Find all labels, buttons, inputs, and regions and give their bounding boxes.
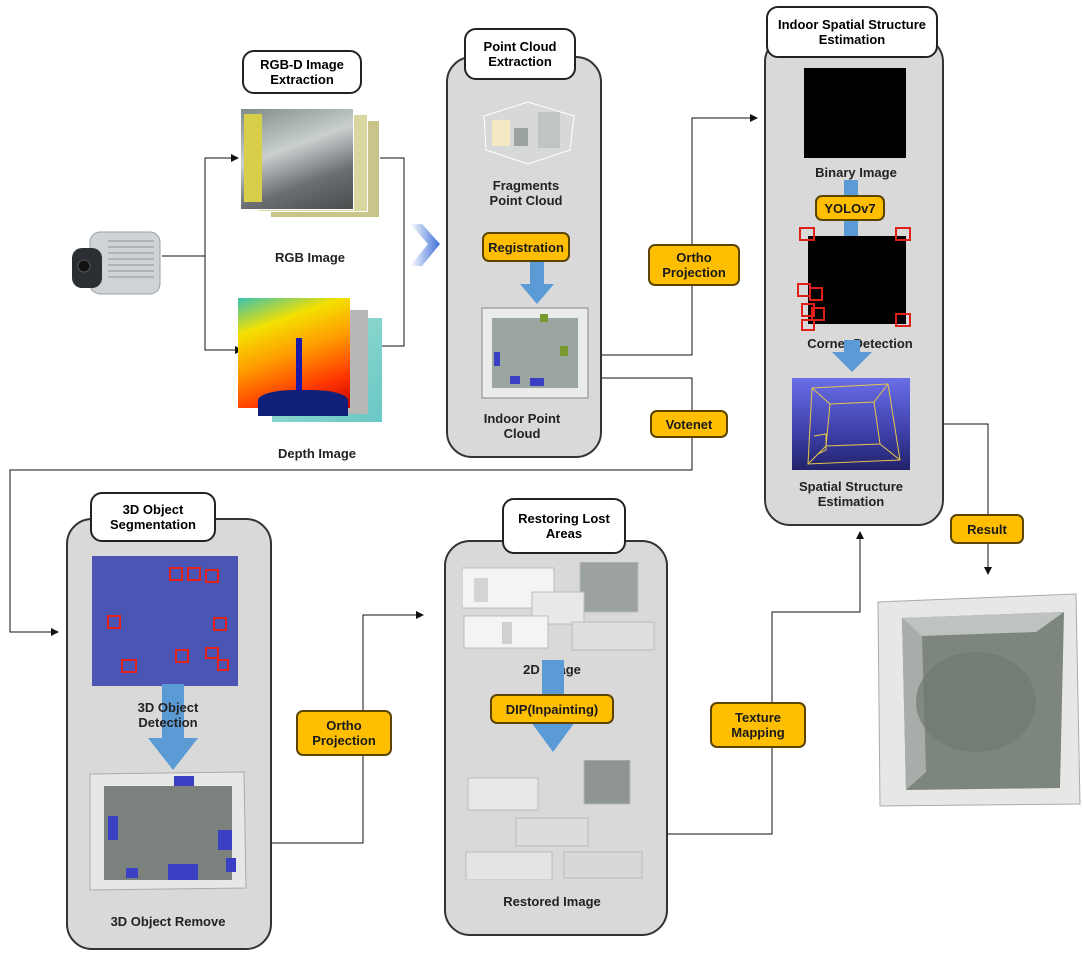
ortho-projection-bottom-tag: Ortho Projection — [296, 710, 392, 756]
object-detection-label: 3D Object Detection — [137, 700, 199, 730]
binary-image — [804, 68, 906, 158]
flow-chevron-icon — [410, 224, 440, 266]
restoring-title: Restoring Lost Areas — [502, 498, 626, 554]
kinect-camera-icon — [68, 226, 164, 306]
registration-arrow-icon — [520, 262, 554, 304]
corner-boxes — [797, 227, 911, 331]
indoor-point-cloud-label: Indoor Point Cloud — [483, 411, 561, 441]
dip-inpainting-tag: DIP(Inpainting) — [490, 694, 614, 724]
depth-image-stack — [238, 298, 384, 432]
rgbd-title: RGB-D Image Extraction — [242, 50, 362, 94]
segmentation-title: 3D Object Segmentation — [90, 492, 216, 542]
depth-image-label: Depth Image — [277, 446, 356, 461]
camera-to-rgb-line — [162, 154, 239, 257]
ortho-top-line — [592, 114, 758, 356]
object-remove-label: 3D Object Remove — [110, 914, 226, 929]
texture-mapping-tag: Texture Mapping — [710, 702, 806, 748]
rgbd-bracket — [380, 157, 405, 347]
spatial-estimation-label: Spatial Structure Estimation — [798, 479, 904, 509]
image2d-collage — [461, 561, 658, 654]
binary-image-label: Binary Image — [815, 165, 897, 180]
result-textured-model-image — [876, 592, 1082, 808]
registration-tag: Registration — [482, 232, 570, 262]
result-tag: Result — [950, 514, 1024, 544]
detection-arrow-icon — [148, 684, 198, 770]
ortho-projection-top-tag: Ortho Projection — [648, 244, 740, 286]
object-remove-image — [88, 770, 248, 892]
point-cloud-title: Point Cloud Extraction — [464, 28, 576, 80]
votenet-tag: Votenet — [650, 410, 728, 438]
object-detection-image — [92, 556, 238, 686]
rgb-image-stack — [240, 108, 380, 220]
corner-arrow-icon — [832, 340, 872, 372]
indoor-point-cloud-image — [480, 306, 590, 400]
votenet-line — [9, 377, 693, 636]
texture-line — [632, 531, 864, 835]
yolov7-tag: YOLOv7 — [815, 195, 885, 221]
spatial-structure-image — [792, 378, 910, 470]
spatial-structure-title: Indoor Spatial Structure Estimation — [766, 6, 938, 58]
rgb-image-label: RGB Image — [274, 250, 346, 265]
restored-image-label: Restored Image — [503, 894, 601, 909]
fragments-label: Fragments Point Cloud — [489, 178, 563, 208]
camera-to-depth-line — [204, 256, 243, 354]
restored-image-collage — [464, 759, 654, 881]
fragments-point-cloud-image — [478, 98, 578, 168]
